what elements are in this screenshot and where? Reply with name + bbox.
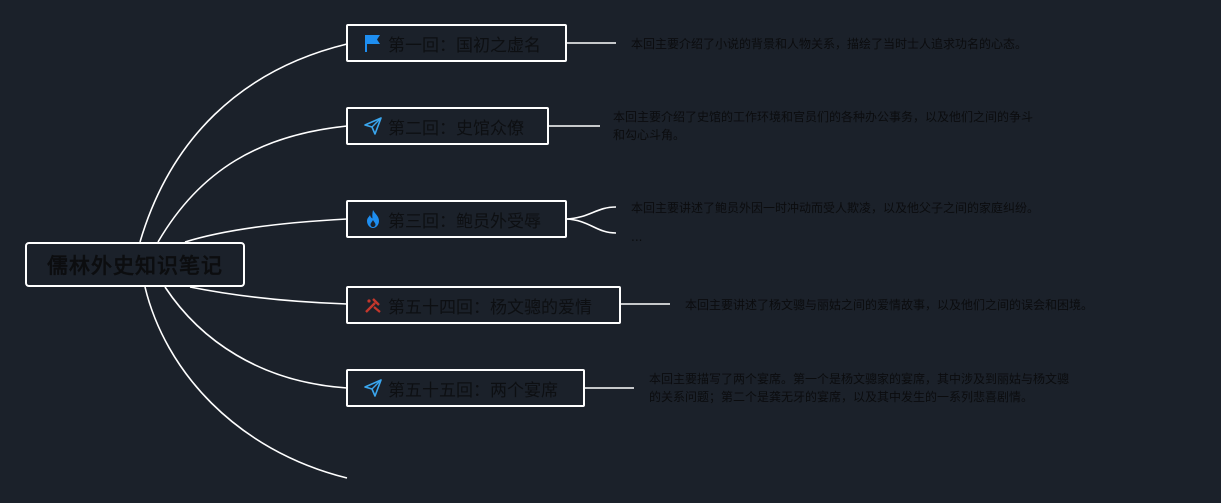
note-line: 本回主要介绍了小说的背景和人物关系，描绘了当时士人追求功名的心态。 <box>631 37 1028 51</box>
topic-label: 第二回：史馆众僚 <box>388 118 524 139</box>
topic-label: 第一回：国初之虚名 <box>388 35 541 56</box>
connector-root-ch3 <box>184 218 348 243</box>
topic-chapter-54[interactable]: 第五十四回：杨文骢的爱情 <box>346 286 621 324</box>
note-chapter-54[interactable]: 本回主要讲述了杨文骢与丽姑之间的爱情故事，以及他们之间的误会和困境。 <box>685 296 1093 314</box>
connector-ch3-note1 <box>565 206 617 220</box>
connector-root-empty <box>144 286 348 479</box>
connector-root-ch2 <box>157 125 348 243</box>
note-chapter-2[interactable]: 本回主要介绍了史馆的工作环境和官员们的各种办公事务，以及他们之间的争斗 和勾心斗… <box>613 108 1033 144</box>
connector-root-ch1 <box>139 43 348 243</box>
topic-label: 第三回：鲍员外受辱 <box>388 211 541 232</box>
topic-chapter-2[interactable]: 第二回：史馆众僚 <box>346 107 549 145</box>
root-topic[interactable]: 儒林外史知识笔记 <box>25 242 245 287</box>
topic-label: 第五十四回：杨文骢的爱情 <box>388 297 592 318</box>
note-line: 本回主要描写了两个宴席。第一个是杨文骢家的宴席，其中涉及到丽姑与杨文骢 <box>649 372 1070 386</box>
topic-label: 第五十五回：两个宴席 <box>388 380 558 401</box>
note-chapter-55[interactable]: 本回主要描写了两个宴席。第一个是杨文骢家的宴席，其中涉及到丽姑与杨文骢 的关系问… <box>649 370 1069 406</box>
paper-plane-icon <box>362 115 384 137</box>
connector-root-ch55 <box>164 286 348 389</box>
connector-ch3-note2 <box>565 218 617 234</box>
connector-root-ch54 <box>189 286 348 305</box>
topic-chapter-55[interactable]: 第五十五回：两个宴席 <box>346 369 585 407</box>
crossed-tools-icon <box>362 294 384 316</box>
note-line: 本回主要介绍了史馆的工作环境和官员们的各种办公事务，以及他们之间的争斗 <box>613 110 1034 124</box>
paper-plane-icon <box>362 377 384 399</box>
note-chapter-3-more[interactable]: ... <box>631 228 642 246</box>
flame-icon <box>362 208 384 230</box>
note-line: 的关系问题；第二个是龚无牙的宴席，以及其中发生的一系列悲喜剧情。 <box>649 390 1034 404</box>
flag-icon <box>362 32 384 54</box>
note-line: 和勾心斗角。 <box>613 128 686 142</box>
note-line: ... <box>631 230 643 244</box>
topic-chapter-3[interactable]: 第三回：鲍员外受辱 <box>346 200 567 238</box>
note-line: 本回主要讲述了杨文骢与丽姑之间的爱情故事，以及他们之间的误会和困境。 <box>685 298 1094 312</box>
note-chapter-1[interactable]: 本回主要介绍了小说的背景和人物关系，描绘了当时士人追求功名的心态。 <box>631 35 1027 53</box>
note-chapter-3[interactable]: 本回主要讲述了鲍员外因一时冲动而受人欺凌，以及他父子之间的家庭纠纷。 <box>631 199 1039 217</box>
note-line: 本回主要讲述了鲍员外因一时冲动而受人欺凌，以及他父子之间的家庭纠纷。 <box>631 201 1040 215</box>
topic-chapter-1[interactable]: 第一回：国初之虚名 <box>346 24 567 62</box>
